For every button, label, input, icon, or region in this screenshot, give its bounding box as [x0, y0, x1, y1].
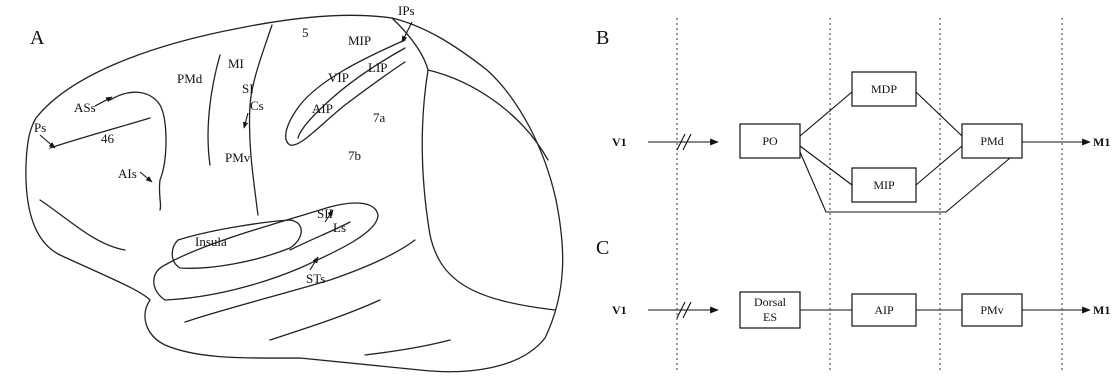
c-break-2 — [682, 301, 692, 319]
diagram-b: V1 PO MDP MIP PMd M1 — [612, 71, 1110, 213]
ass-arrow — [94, 96, 113, 107]
label-ls: Ls — [333, 220, 346, 235]
panel-c-label: C — [596, 237, 609, 259]
label-cs: Cs — [250, 98, 264, 113]
temporal-sulcus-2 — [269, 299, 381, 341]
b-mip-pmd — [915, 145, 963, 186]
arcuate-sulcus — [109, 91, 167, 211]
b-po-mip — [799, 145, 853, 186]
diagram-c: V1 Dorsal ES AIP PMv M1 — [612, 291, 1110, 329]
intraparietal-sulcus — [285, 39, 406, 146]
precentral-line — [207, 54, 221, 166]
label-vip: VIP — [328, 70, 349, 85]
label-ass: ASs — [74, 100, 96, 115]
ips-inner — [297, 47, 406, 139]
c-es-label: ES — [763, 310, 777, 324]
dotted-dividers — [676, 18, 1063, 372]
b-break-1 — [676, 133, 686, 151]
label-pmd: PMd — [177, 71, 203, 86]
c-pmv-label: PMv — [980, 303, 1003, 317]
frontal-line — [39, 199, 126, 251]
b-m1-label: M1 — [1093, 135, 1110, 149]
b-mip-box — [851, 167, 917, 203]
label-area-7b: 7b — [348, 148, 361, 163]
panel-a-label: A — [30, 27, 45, 49]
label-insula: Insula — [195, 234, 227, 249]
occipital-inner — [427, 69, 549, 161]
temporal-sulcus-3 — [364, 339, 451, 356]
ips-arrow — [401, 21, 413, 43]
label-mi: MI — [228, 56, 244, 71]
label-si: SI — [242, 81, 254, 96]
brain-labels: A IPs 5 MIP MI LIP VIP PMd SI Cs AIP 7a … — [30, 3, 415, 286]
label-ips: IPs — [398, 3, 415, 18]
b-v1-label: V1 — [612, 135, 627, 149]
b-mdp-pmd — [915, 91, 963, 137]
label-lip: LIP — [368, 60, 388, 75]
label-area-46: 46 — [101, 131, 115, 146]
b-pmd-label: PMd — [980, 134, 1003, 148]
insula-outline — [171, 219, 302, 269]
occipital-boundary — [391, 17, 556, 311]
b-mdp-box — [851, 71, 917, 107]
superior-temporal-sulcus — [184, 239, 416, 323]
lateral-sulcus — [153, 202, 379, 301]
label-sii: SII — [317, 206, 333, 221]
ais-arrow — [139, 171, 153, 183]
panel-b-label: B — [596, 27, 609, 49]
cs-arrow — [242, 112, 249, 129]
brain-arrows — [39, 21, 413, 271]
ls-arrow — [324, 209, 334, 223]
label-sts: STs — [306, 271, 325, 286]
c-aip-label: AIP — [874, 303, 894, 317]
principal-sulcus — [49, 117, 151, 149]
b-po-mdp — [799, 91, 853, 137]
c-dorsal-label: Dorsal — [754, 295, 787, 309]
label-aip: AIP — [312, 101, 333, 116]
brain-outline — [25, 14, 564, 373]
label-pmv: PMv — [225, 150, 251, 165]
label-area-5: 5 — [302, 25, 309, 40]
label-ps: Ps — [34, 120, 46, 135]
brain-drawing — [25, 14, 564, 373]
label-ais: AIs — [118, 166, 137, 181]
c-break-1 — [676, 301, 686, 319]
b-pmd-box — [961, 123, 1023, 159]
central-sulcus — [248, 24, 273, 216]
b-po-label: PO — [762, 134, 778, 148]
c-dorsal-es-box — [739, 291, 801, 329]
label-area-7a: 7a — [373, 110, 386, 125]
ps-arrow — [39, 134, 56, 149]
b-break-2 — [682, 133, 692, 151]
c-m1-label: M1 — [1093, 303, 1110, 317]
b-mdp-label: MDP — [871, 82, 897, 96]
b-po-pmd-bypass — [799, 151, 1011, 213]
label-mip: MIP — [348, 33, 371, 48]
c-v1-label: V1 — [612, 303, 627, 317]
b-mip-label: MIP — [873, 178, 895, 192]
b-po-box — [739, 123, 801, 159]
sts-arrow — [309, 256, 319, 271]
sii-sulcus — [289, 221, 351, 251]
